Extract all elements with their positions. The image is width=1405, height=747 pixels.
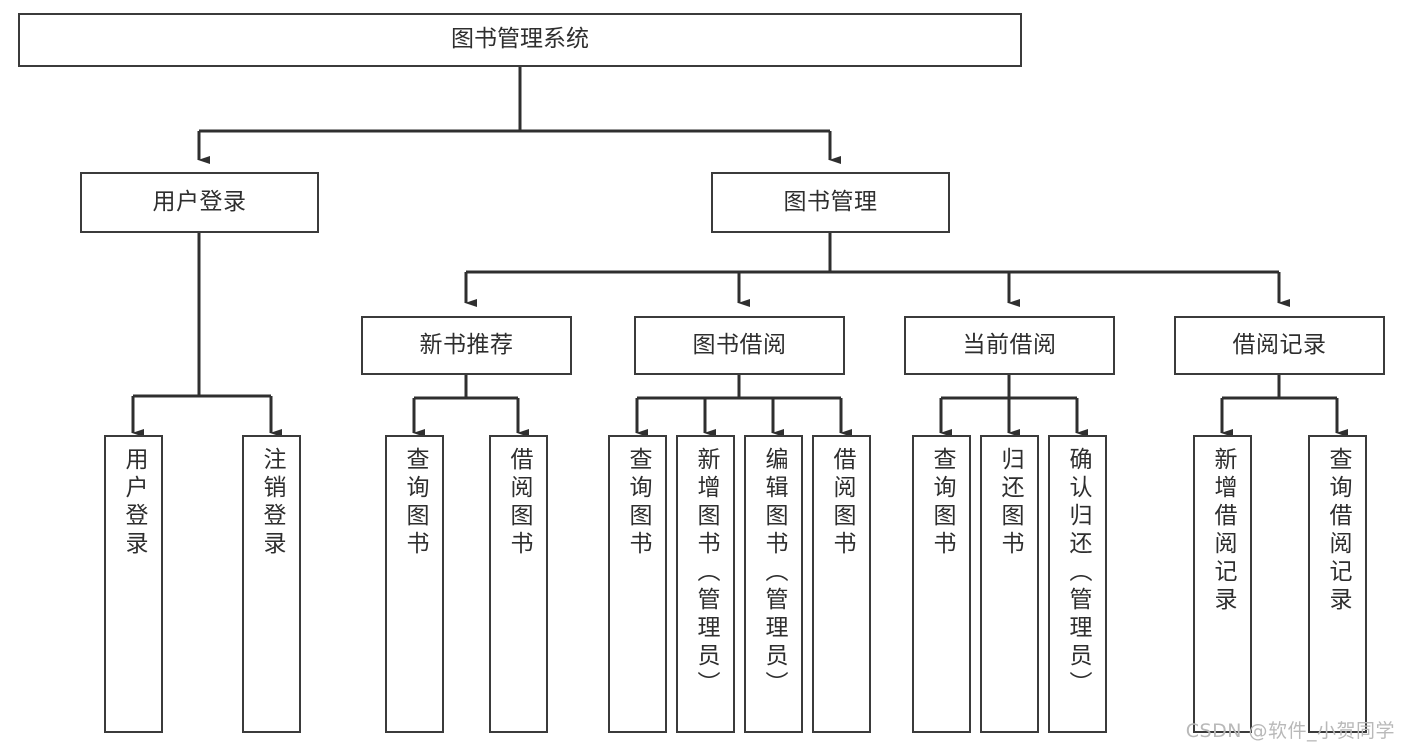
node-label: 借阅图书 bbox=[829, 447, 855, 559]
node-label: 查询图书 bbox=[929, 447, 955, 559]
leaf-user-login[interactable]: 用户登录 bbox=[104, 435, 163, 733]
leaf-query-book-borrow[interactable]: 查询图书 bbox=[608, 435, 667, 733]
node-label: 借阅图书 bbox=[506, 447, 532, 559]
node-borrow-record[interactable]: 借阅记录 bbox=[1174, 316, 1385, 375]
node-label: 图书管理系统 bbox=[451, 26, 589, 53]
leaf-query-book-current[interactable]: 查询图书 bbox=[912, 435, 971, 733]
node-label: 当前借阅 bbox=[962, 331, 1057, 358]
node-user-login[interactable]: 用户登录 bbox=[80, 172, 319, 233]
node-label: 编辑图书（管理员） bbox=[761, 447, 787, 699]
leaf-add-borrow-record[interactable]: 新增借阅记录 bbox=[1193, 435, 1252, 733]
node-label: 用户登录 bbox=[121, 447, 147, 559]
node-label: 查询借阅记录 bbox=[1325, 447, 1351, 615]
node-label: 确认归还（管理员） bbox=[1065, 447, 1091, 699]
node-label: 归还图书 bbox=[997, 447, 1023, 559]
node-label: 图书借阅 bbox=[692, 331, 787, 358]
node-current-borrow[interactable]: 当前借阅 bbox=[904, 316, 1115, 375]
watermark-text: CSDN @软件_小贺同学 bbox=[1185, 720, 1395, 742]
leaf-query-book-new[interactable]: 查询图书 bbox=[385, 435, 444, 733]
node-label: 新增图书（管理员） bbox=[693, 447, 719, 699]
node-label: 注销登录 bbox=[259, 447, 285, 559]
node-label: 图书管理 bbox=[783, 188, 878, 215]
leaf-return-book[interactable]: 归还图书 bbox=[980, 435, 1039, 733]
leaf-borrow-book-new[interactable]: 借阅图书 bbox=[489, 435, 548, 733]
node-new-book-recommend[interactable]: 新书推荐 bbox=[361, 316, 572, 375]
node-label: 查询图书 bbox=[402, 447, 428, 559]
node-book-borrow[interactable]: 图书借阅 bbox=[634, 316, 845, 375]
node-label: 用户登录 bbox=[152, 188, 247, 215]
leaf-add-book-admin[interactable]: 新增图书（管理员） bbox=[676, 435, 735, 733]
leaf-borrow-book[interactable]: 借阅图书 bbox=[812, 435, 871, 733]
node-label: 新增借阅记录 bbox=[1210, 447, 1236, 615]
node-label: 借阅记录 bbox=[1232, 331, 1327, 358]
leaf-edit-book-admin[interactable]: 编辑图书（管理员） bbox=[744, 435, 803, 733]
leaf-query-borrow-record[interactable]: 查询借阅记录 bbox=[1308, 435, 1367, 733]
node-root-system[interactable]: 图书管理系统 bbox=[18, 13, 1022, 67]
leaf-confirm-return-admin[interactable]: 确认归还（管理员） bbox=[1048, 435, 1107, 733]
leaf-logout[interactable]: 注销登录 bbox=[242, 435, 301, 733]
node-label: 新书推荐 bbox=[419, 331, 514, 358]
node-label: 查询图书 bbox=[625, 447, 651, 559]
node-book-management[interactable]: 图书管理 bbox=[711, 172, 950, 233]
